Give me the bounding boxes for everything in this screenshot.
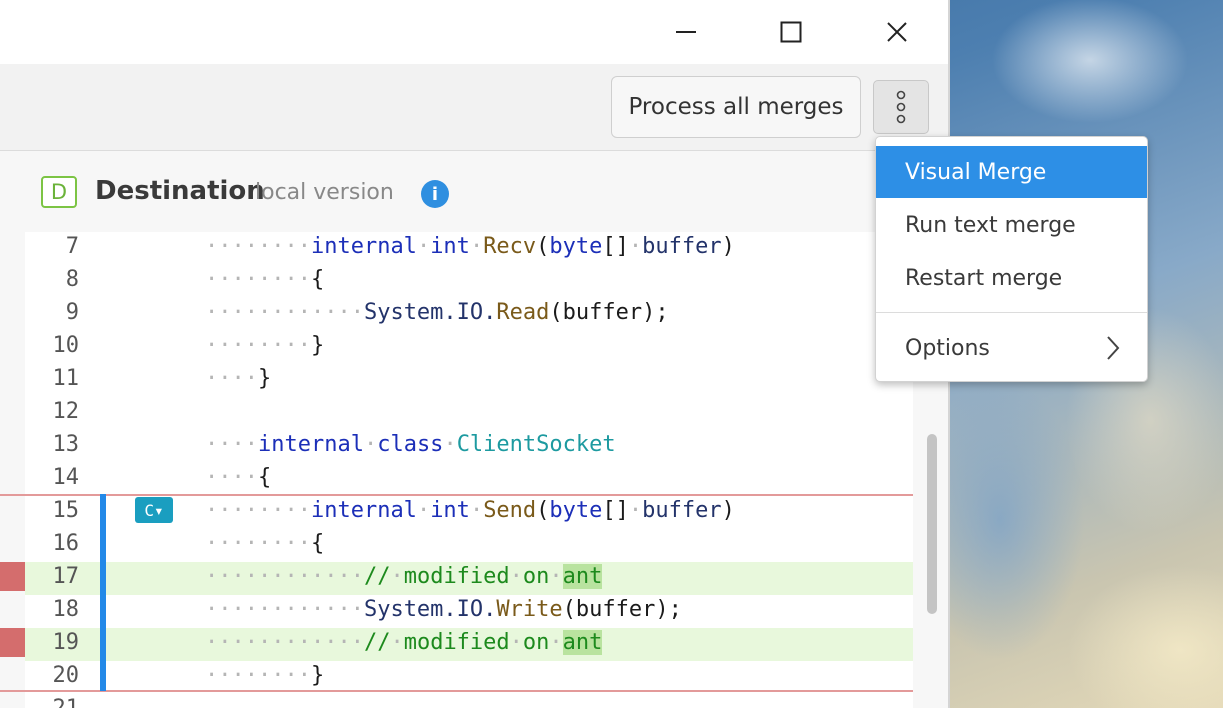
added-code-line: 17 ············//·modified·on·ant (25, 562, 913, 595)
code-text: ········{ (205, 531, 325, 556)
code-line: 11 ····} (25, 364, 913, 397)
line-number: 7 (65, 234, 79, 259)
title-bar (0, 0, 948, 64)
line-number: 10 (52, 333, 80, 358)
code-line: 9 ············System.IO.Read(buffer); (25, 298, 913, 331)
code-text: ····} (205, 366, 272, 391)
conflict-region-bar (100, 494, 106, 691)
menu-item-restart-merge[interactable]: Restart merge (905, 265, 1063, 291)
code-text: ········internal·int·Send(byte[]·buffer) (205, 498, 735, 523)
code-line: 7 ········internal·int·Recv(byte[]·buffe… (25, 232, 913, 265)
code-line: 20 ········} (25, 661, 913, 694)
menu-separator (876, 312, 1147, 313)
info-icon[interactable]: i (421, 180, 449, 208)
code-text: ····internal·class·ClientSocket (205, 432, 616, 457)
conflict-region-top-border (0, 494, 913, 496)
line-number: 15 (52, 498, 80, 523)
code-text: ········internal·int·Recv(byte[]·buffer) (205, 234, 735, 259)
more-options-button[interactable] (873, 80, 929, 134)
code-text: ········{ (205, 267, 325, 292)
code-line: 12 (25, 397, 913, 430)
code-text: ········} (205, 663, 325, 688)
code-line: 10 ········} (25, 331, 913, 364)
line-number: 16 (52, 531, 80, 556)
menu-item-options[interactable]: Options (876, 322, 1147, 374)
line-number: 9 (65, 300, 79, 325)
added-line-marker (0, 628, 25, 657)
scrollbar-thumb[interactable] (927, 434, 937, 614)
code-text: ············System.IO.Write(buffer); (205, 597, 682, 622)
code-line: 21 (25, 694, 913, 708)
conflict-action-button[interactable]: C▾ (135, 497, 173, 523)
line-number: 11 (52, 366, 80, 391)
code-editor[interactable]: 7 ········internal·int·Recv(byte[]·buffe… (25, 232, 913, 708)
line-number: 14 (52, 465, 80, 490)
chevron-right-icon (1107, 336, 1120, 360)
code-text: ············//·modified·on·ant (205, 564, 603, 589)
code-line: 15 ········internal·int·Send(byte[]·buff… (25, 496, 913, 529)
menu-item-visual-merge[interactable]: Visual Merge (876, 146, 1147, 198)
line-number: 8 (65, 267, 79, 292)
line-number: 13 (52, 432, 80, 457)
minimize-icon[interactable] (666, 14, 706, 50)
conflict-region-bottom-border (0, 690, 913, 692)
destination-badge: D (41, 176, 77, 208)
menu-item-run-text-merge[interactable]: Run text merge (905, 212, 1076, 238)
code-line: 13 ····internal·class·ClientSocket (25, 430, 913, 463)
code-text: ············System.IO.Read(buffer); (205, 300, 669, 325)
added-code-line: 19 ············//·modified·on·ant (25, 628, 913, 661)
merge-window: Process all merges D Destination local v… (0, 0, 950, 708)
code-line: 8 ········{ (25, 265, 913, 298)
more-options-menu: Visual Merge Run text merge Restart merg… (875, 136, 1148, 382)
more-vertical-icon (896, 90, 906, 124)
added-line-marker (0, 562, 25, 591)
code-text: ····{ (205, 465, 272, 490)
destination-title: Destination (95, 176, 265, 206)
line-number: 12 (52, 399, 80, 424)
close-icon[interactable] (877, 14, 917, 50)
destination-subtitle: local version (255, 180, 394, 205)
process-all-merges-button[interactable]: Process all merges (611, 76, 861, 138)
line-number: 18 (52, 597, 80, 622)
code-text: ········} (205, 333, 325, 358)
line-number: 21 (25, 696, 80, 708)
code-line: 18 ············System.IO.Write(buffer); (25, 595, 913, 628)
line-number: 19 (52, 630, 80, 655)
line-number: 20 (52, 663, 80, 688)
code-text: ············//·modified·on·ant (205, 630, 603, 655)
code-line: 16 ········{ (25, 529, 913, 562)
destination-header (0, 151, 948, 231)
maximize-icon[interactable] (771, 14, 811, 50)
line-number: 17 (52, 564, 80, 589)
menu-item-options-label: Options (905, 335, 990, 361)
code-line: 14 ····{ (25, 463, 913, 496)
